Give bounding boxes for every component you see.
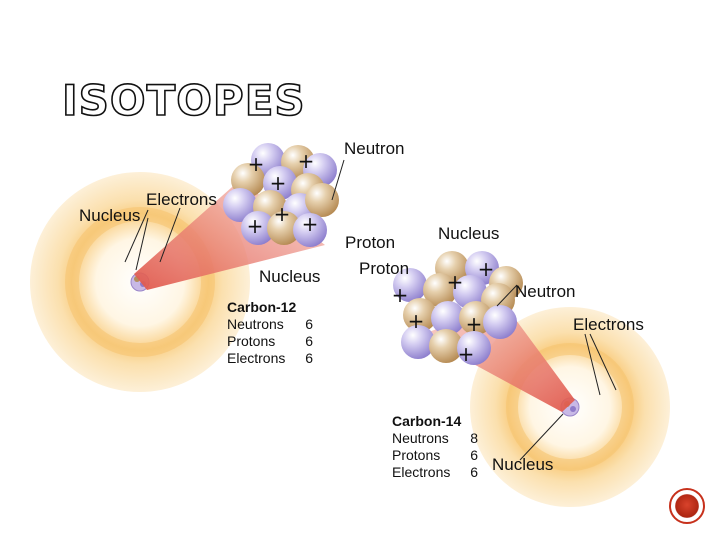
- c12-plus-sign-0: +: [248, 152, 265, 176]
- c14-neutron-12: [429, 329, 463, 363]
- c12-nucleus-bottom-label: Nucleus: [259, 267, 321, 286]
- carbon14-heading: Carbon-14: [392, 413, 462, 429]
- circle-button-icon: [675, 494, 699, 518]
- c14-neutron-label: Neutron: [515, 282, 576, 301]
- c14-proton-label-2: Proton: [359, 259, 410, 278]
- carbon14-pointer-lines: [496, 284, 617, 461]
- c14-nucleus-bottom-label: Nucleus: [492, 455, 554, 474]
- c14-plus-sign-4: +: [466, 312, 483, 336]
- c14-plus-sign-1: +: [447, 270, 464, 294]
- c14-plus-sign-3: +: [408, 309, 425, 333]
- c14-proton-11: [401, 325, 435, 359]
- c14-proton-10: [483, 305, 517, 339]
- carbon12-pointer-lines: [124, 159, 345, 271]
- c12-electrons-label: Electrons: [146, 190, 217, 209]
- c12-plus-sign-3: +: [247, 214, 264, 238]
- c12-proton-12: [293, 213, 327, 247]
- c12-plus-sign-5: +: [302, 212, 319, 236]
- c12-proton-6: [223, 188, 257, 222]
- c14-proton-label-1: Proton: [345, 233, 396, 252]
- c12-neutron-11: [267, 211, 301, 245]
- c14-plus-sign-0: +: [478, 257, 495, 281]
- c14-proton-3: [393, 268, 427, 302]
- c12-neutron-9: [305, 183, 339, 217]
- c14-proton-8: [431, 301, 465, 335]
- c12-nucleus-left-label: Nucleus: [79, 206, 141, 225]
- next-slide-button[interactable]: [669, 488, 705, 524]
- slide-title: ISOTOPES: [61, 76, 306, 125]
- c12-plus-sign-1: +: [298, 149, 315, 173]
- carbon14-zoom-beam: [420, 305, 575, 412]
- c14-proton-5: [453, 275, 487, 309]
- c14-electrons-label: Electrons: [573, 315, 644, 334]
- c14-neutron-4: [423, 273, 457, 307]
- carbon12-nucleus-cluster: ++++++: [223, 143, 339, 247]
- c14-nucleus-top-label: Nucleus: [438, 224, 500, 243]
- c12-plus-sign-4: +: [274, 202, 291, 226]
- c12-proton-10: [241, 211, 275, 245]
- c14-plus-sign-5: +: [458, 342, 475, 366]
- carbon12-heading: Carbon-12: [227, 299, 297, 315]
- carbon12-zoom-beam: [134, 180, 325, 290]
- c12-plus-sign-2: +: [270, 171, 287, 195]
- c14-plus-sign-2: +: [392, 283, 409, 307]
- c14-proton-13: [457, 331, 491, 365]
- c14-neutron-7: [403, 298, 437, 332]
- carbon14-nucleus-cluster: ++++++: [392, 251, 523, 366]
- c12-neutron-label: Neutron: [344, 139, 405, 158]
